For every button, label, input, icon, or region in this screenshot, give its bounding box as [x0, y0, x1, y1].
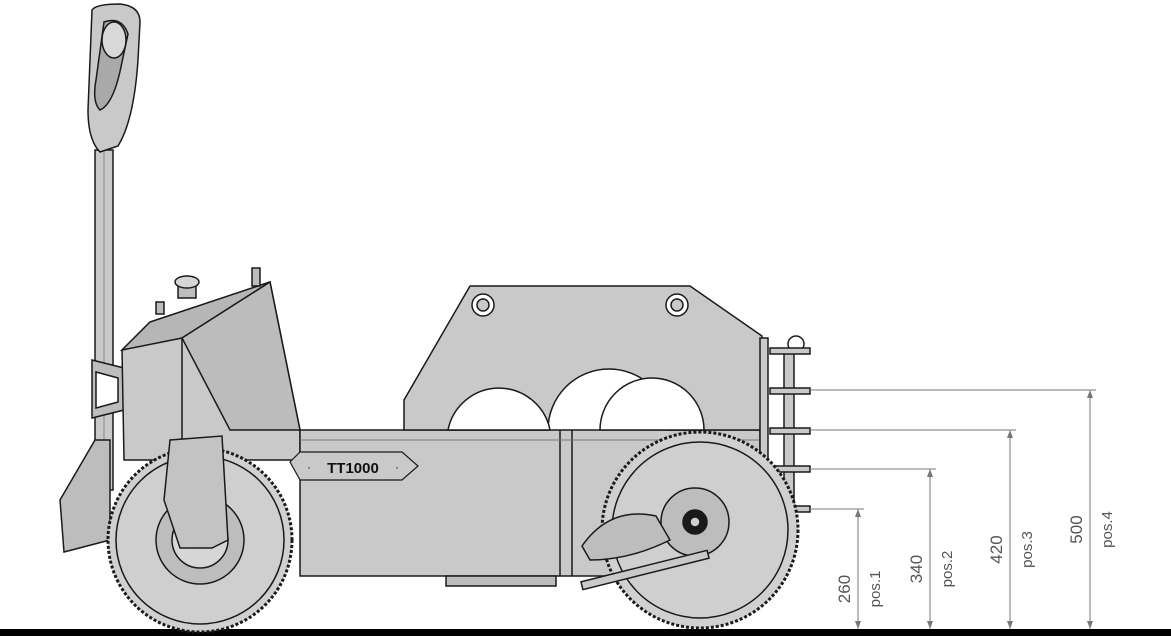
- motor-housing: [119, 267, 301, 461]
- dimension-value: 260: [835, 575, 854, 603]
- dimension-2: 340 pos.2: [810, 468, 956, 629]
- dimension-value: 420: [987, 535, 1006, 563]
- front-wheel: [106, 435, 294, 634]
- tiller-handle: [59, 3, 141, 553]
- model-nameplate: TT1000 · ·: [289, 451, 419, 481]
- model-label: TT1000: [327, 460, 379, 477]
- dimension-position-label: pos.2: [939, 551, 956, 588]
- height-dimensions: 260 pos.1 340 pos.2 420 pos.3 500 pos.4: [810, 389, 1116, 629]
- dimension-3: 420 pos.3: [810, 429, 1036, 629]
- svg-text:·: ·: [307, 460, 311, 474]
- rear-wheel: [580, 430, 800, 630]
- dimension-value: 500: [1067, 515, 1086, 543]
- ground-line: [0, 629, 1171, 636]
- dimension-position-label: pos.1: [867, 571, 884, 608]
- dimension-position-label: pos.4: [1099, 511, 1116, 548]
- svg-text:·: ·: [395, 460, 399, 474]
- dimension-4: 500 pos.4: [810, 389, 1116, 629]
- dimension-1: 260 pos.1: [810, 508, 884, 629]
- top-plate: [403, 285, 763, 431]
- dimension-position-label: pos.3: [1019, 531, 1036, 568]
- dimension-value: 340: [907, 555, 926, 583]
